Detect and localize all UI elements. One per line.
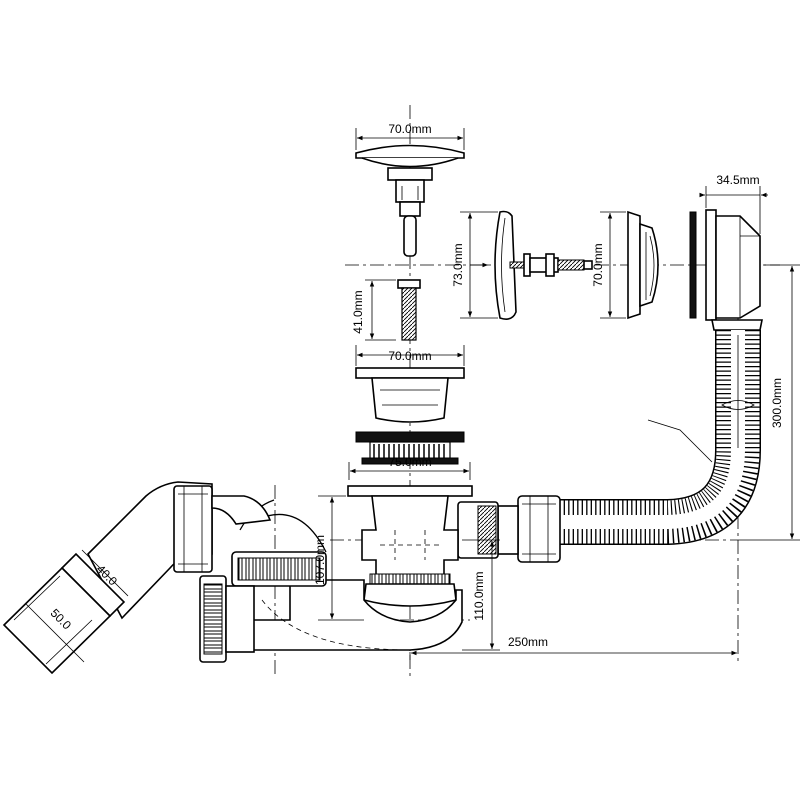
trap-height-dimension: 107.0mm — [313, 495, 364, 621]
trap-height-label: 107.0mm — [313, 535, 327, 585]
overflow-seal — [689, 211, 697, 319]
hose-length-dimension: 300.0mm — [647, 264, 800, 541]
strainer-width-label: 70.0mm — [388, 349, 431, 363]
center-lines — [200, 105, 780, 680]
corrugated-hose — [560, 330, 761, 545]
outlet-height-dimension: 110.0mm — [462, 539, 500, 651]
overflow-face-plate — [494, 210, 517, 320]
overflow-body — [705, 209, 763, 331]
overflow-bolt — [509, 253, 593, 277]
center-screw — [397, 279, 421, 341]
trap-pipe — [249, 579, 463, 651]
body-width-dimension: 75.0mm — [348, 455, 471, 480]
plug-cap — [355, 144, 465, 257]
hose-coupling — [457, 495, 561, 563]
hose-length-label: 300.0mm — [770, 378, 784, 428]
cap-width-dimension: 70.0mm — [355, 122, 465, 150]
total-length-dimension: 250mm — [409, 635, 737, 660]
outlet-height-label: 110.0mm — [472, 571, 486, 620]
outlet-fitting — [199, 575, 255, 663]
overflow-cover-label: 70.0mm — [591, 243, 605, 286]
drain-body — [347, 485, 473, 607]
overflow-cover — [627, 210, 659, 320]
overflow-face-dimension: 73.0mm — [451, 211, 498, 319]
cap-width-label: 70.0mm — [388, 122, 431, 136]
overflow-face-label: 73.0mm — [451, 243, 465, 286]
screw-length-label: 41.0mm — [351, 290, 365, 333]
overflow-width-dimension: 34.5mm — [699, 173, 768, 234]
screw-length-dimension: 41.0mm — [351, 279, 396, 341]
overflow-cover-dimension: 70.0mm — [591, 211, 626, 319]
angled-elbow — [2, 481, 272, 675]
strainer — [355, 367, 465, 423]
total-length-label: 250mm — [508, 635, 548, 649]
overflow-width-label: 34.5mm — [716, 173, 759, 187]
strainer-width-dimension: 70.0mm — [355, 345, 465, 366]
trap-nut-left — [231, 499, 327, 587]
sealing-gasket — [355, 431, 465, 465]
body-width-label: 75.0mm — [388, 455, 431, 469]
